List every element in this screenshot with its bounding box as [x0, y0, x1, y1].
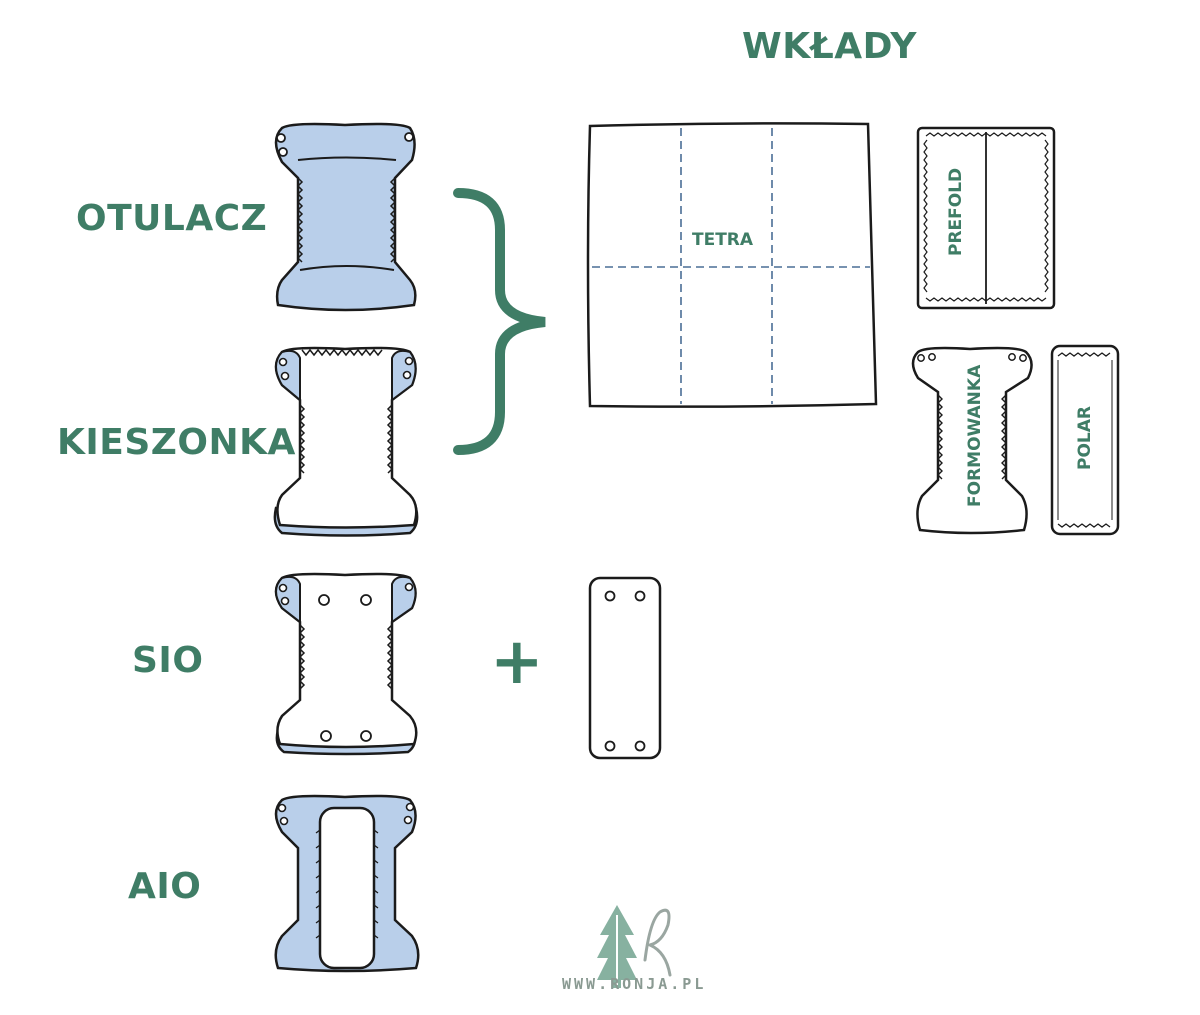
polar-insert-illustration — [1050, 344, 1120, 536]
ronja-logo-icon — [597, 905, 672, 988]
otulacz-diaper-illustration — [274, 122, 417, 312]
label-tetra: TETRA — [692, 230, 754, 250]
label-prefold: PREFOLD — [946, 167, 966, 256]
kieszonka-diaper-illustration — [273, 346, 419, 537]
label-kieszonka: KIESZONKA — [57, 422, 296, 463]
prefold-insert-illustration — [916, 126, 1056, 310]
sio-insert-illustration — [588, 576, 662, 760]
page-title: WKŁADY — [742, 26, 917, 67]
plus-icon: + — [490, 625, 544, 699]
formowanka-insert-illustration — [911, 346, 1033, 535]
label-polar: POLAR — [1075, 406, 1095, 470]
label-otulacz: OTULACZ — [76, 198, 268, 239]
label-aio: AIO — [128, 866, 202, 907]
label-formowanka: FORMOWANKA — [965, 364, 985, 507]
watermark-url: WWW.RONJA.PL — [562, 975, 707, 993]
aio-diaper-illustration — [274, 794, 420, 973]
bracket-icon — [453, 188, 546, 455]
label-sio: SIO — [132, 640, 204, 681]
sio-diaper-illustration — [274, 572, 418, 756]
tetra-insert-illustration — [586, 122, 878, 408]
